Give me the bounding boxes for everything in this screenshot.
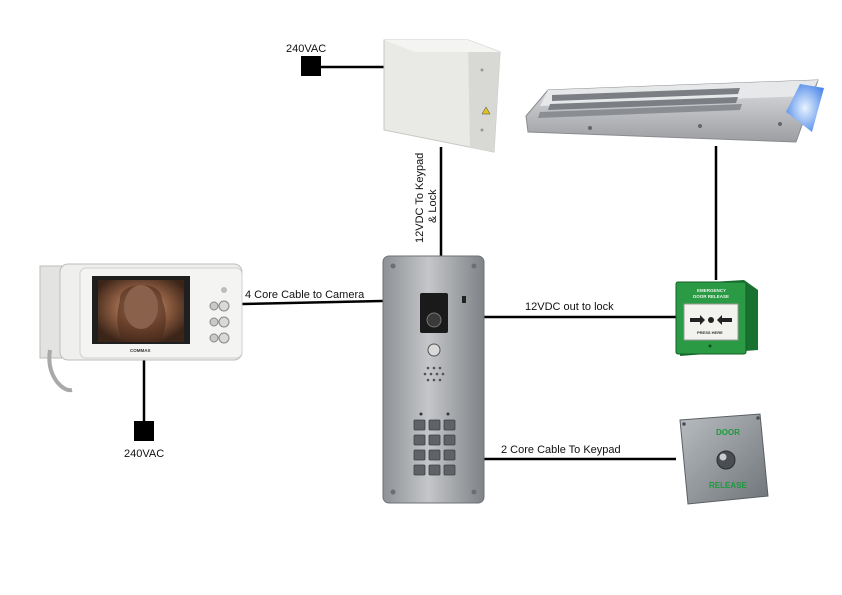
breakglass-title-line2: DOOR RELEASE	[693, 294, 729, 299]
power-supply-box	[383, 39, 501, 153]
magnetic-lock	[525, 79, 824, 143]
monitor-power-label: 240VAC	[124, 448, 164, 460]
camera-icon	[426, 312, 442, 328]
speaker-grille	[423, 366, 445, 382]
label-psu-to-panel-group: 12VDC To Keypad & Lock	[414, 150, 439, 243]
warning-label-icon	[481, 106, 491, 115]
video-monitor: COMMAX	[39, 263, 243, 393]
psu-power-label: 240VAC	[286, 43, 326, 55]
label-monitor-to-panel: 4 Core Cable to Camera	[245, 289, 365, 301]
release-push-button	[716, 450, 736, 470]
breakglass-press-text: PRESS HERE	[697, 330, 723, 335]
label-psu-to-panel: 12VDC To Keypad & Lock	[414, 150, 439, 243]
status-led-icon	[786, 84, 824, 132]
monitor-brand-label: COMMAX	[130, 348, 151, 353]
wires	[142, 65, 718, 461]
call-button	[427, 343, 441, 357]
arrow-left-icon	[717, 315, 732, 325]
release-bottom-text: RELEASE	[709, 481, 747, 490]
wire-monitor-to-panel	[241, 299, 384, 306]
keypad	[413, 419, 456, 476]
door-entry-panel	[382, 255, 485, 504]
label-panel-to-breakglass: 12VDC out to lock	[525, 301, 614, 313]
emergency-door-release: EMERGENCY DOOR RELEASE PRESS HERE	[675, 280, 758, 356]
label-panel-to-release: 2 Core Cable To Keypad	[501, 444, 621, 456]
release-top-text: DOOR	[716, 428, 740, 437]
door-release-button: DOOR RELEASE	[679, 413, 769, 505]
breakglass-title-line1: EMERGENCY	[697, 288, 726, 293]
arrow-right-icon	[690, 315, 705, 325]
monitor-power-plug	[134, 421, 154, 441]
psu-power-plug	[301, 56, 321, 76]
